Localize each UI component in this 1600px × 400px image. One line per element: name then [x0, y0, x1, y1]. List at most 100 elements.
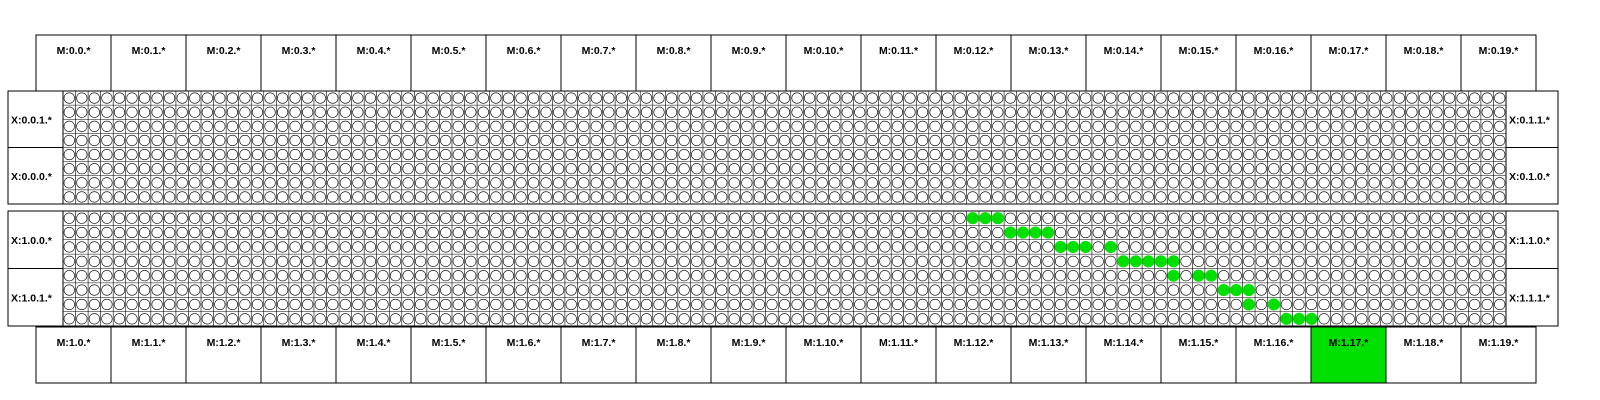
crosspoint-active[interactable]	[1230, 283, 1243, 297]
crosspoint[interactable]	[1130, 284, 1142, 296]
crosspoint[interactable]	[452, 313, 464, 325]
crosspoint[interactable]	[239, 226, 251, 239]
crosspoint[interactable]	[1218, 92, 1230, 104]
crosspoint[interactable]	[1054, 226, 1067, 239]
crosspoint[interactable]	[578, 313, 590, 325]
crosspoint[interactable]	[942, 212, 954, 224]
crosspoint[interactable]	[502, 120, 515, 132]
crosspoint[interactable]	[452, 106, 464, 118]
crosspoint[interactable]	[427, 163, 439, 175]
crosspoint[interactable]	[879, 226, 891, 239]
crosspoint-active[interactable]	[1004, 226, 1017, 239]
crosspoint[interactable]	[164, 120, 176, 132]
module-cell[interactable]	[485, 326, 562, 384]
crosspoint[interactable]	[201, 212, 213, 224]
crosspoint[interactable]	[778, 255, 791, 267]
crosspoint[interactable]	[1243, 134, 1255, 147]
crosspoint[interactable]	[76, 313, 88, 325]
crosspoint[interactable]	[389, 106, 402, 118]
crosspoint[interactable]	[1080, 92, 1092, 104]
crosspoint[interactable]	[1155, 163, 1167, 175]
crosspoint[interactable]	[427, 148, 439, 161]
crosspoint[interactable]	[101, 92, 113, 104]
crosspoint[interactable]	[1393, 212, 1405, 224]
crosspoint[interactable]	[189, 163, 201, 175]
crosspoint[interactable]	[402, 212, 414, 224]
crosspoint[interactable]	[214, 313, 226, 325]
crosspoint[interactable]	[76, 241, 88, 253]
crosspoint[interactable]	[126, 92, 138, 104]
crosspoint[interactable]	[816, 120, 828, 132]
crosspoint[interactable]	[565, 92, 577, 104]
crosspoint[interactable]	[1381, 212, 1393, 224]
crosspoint[interactable]	[1293, 134, 1305, 147]
crosspoint[interactable]	[979, 191, 991, 203]
crosspoint[interactable]	[665, 212, 678, 224]
crosspoint[interactable]	[891, 177, 904, 189]
crosspoint[interactable]	[1381, 298, 1393, 311]
crosspoint[interactable]	[1280, 92, 1292, 104]
crosspoint[interactable]	[189, 106, 201, 118]
crosspoint-active[interactable]	[1242, 283, 1255, 297]
crosspoint[interactable]	[1092, 226, 1104, 239]
crosspoint[interactable]	[415, 226, 427, 239]
crosspoint[interactable]	[264, 177, 276, 189]
crosspoint[interactable]	[967, 92, 979, 104]
crosspoint[interactable]	[665, 298, 678, 311]
crosspoint[interactable]	[703, 191, 715, 203]
crosspoint[interactable]	[665, 177, 678, 189]
crosspoint[interactable]	[1029, 212, 1042, 224]
crosspoint[interactable]	[590, 191, 602, 203]
crosspoint[interactable]	[979, 106, 991, 118]
crosspoint[interactable]	[979, 255, 991, 267]
crosspoint[interactable]	[465, 106, 477, 118]
crosspoint[interactable]	[277, 148, 289, 161]
crosspoint[interactable]	[578, 148, 590, 161]
crosspoint[interactable]	[766, 313, 778, 325]
crosspoint[interactable]	[101, 191, 113, 203]
crosspoint[interactable]	[816, 284, 828, 296]
crosspoint[interactable]	[427, 134, 439, 147]
crosspoint[interactable]	[289, 241, 301, 253]
crosspoint[interactable]	[1293, 120, 1305, 132]
crosspoint[interactable]	[1381, 177, 1393, 189]
crosspoint[interactable]	[214, 298, 226, 311]
crosspoint[interactable]	[829, 212, 841, 224]
crosspoint[interactable]	[289, 284, 301, 296]
crosspoint[interactable]	[302, 92, 314, 104]
crosspoint[interactable]	[804, 298, 816, 311]
crosspoint[interactable]	[364, 212, 376, 224]
crosspoint[interactable]	[590, 106, 602, 118]
crosspoint[interactable]	[578, 163, 590, 175]
crosspoint[interactable]	[1230, 212, 1242, 224]
crosspoint[interactable]	[954, 241, 966, 253]
crosspoint[interactable]	[866, 284, 878, 296]
crosspoint[interactable]	[603, 120, 615, 132]
crosspoint[interactable]	[716, 134, 728, 147]
crosspoint[interactable]	[176, 270, 188, 282]
crosspoint[interactable]	[1029, 270, 1042, 282]
crosspoint[interactable]	[1042, 134, 1054, 147]
crosspoint[interactable]	[377, 212, 389, 224]
crosspoint[interactable]	[1054, 191, 1067, 203]
crosspoint[interactable]	[816, 106, 828, 118]
crosspoint[interactable]	[1331, 284, 1343, 296]
crosspoint[interactable]	[502, 191, 515, 203]
crosspoint[interactable]	[992, 92, 1004, 104]
crosspoint[interactable]	[904, 255, 916, 267]
crosspoint[interactable]	[691, 106, 703, 118]
module-cell[interactable]	[785, 326, 862, 384]
crosspoint[interactable]	[1443, 163, 1456, 175]
crosspoint[interactable]	[1105, 313, 1117, 325]
crosspoint[interactable]	[1205, 120, 1217, 132]
crosspoint[interactable]	[1029, 148, 1042, 161]
module-cell[interactable]	[1010, 326, 1087, 384]
crosspoint[interactable]	[891, 313, 904, 325]
crosspoint[interactable]	[352, 255, 364, 267]
crosspoint[interactable]	[540, 226, 552, 239]
crosspoint[interactable]	[527, 212, 540, 224]
crosspoint[interactable]	[264, 163, 276, 175]
crosspoint[interactable]	[1117, 120, 1129, 132]
module-cell[interactable]	[1385, 34, 1462, 92]
crosspoint[interactable]	[1431, 163, 1443, 175]
